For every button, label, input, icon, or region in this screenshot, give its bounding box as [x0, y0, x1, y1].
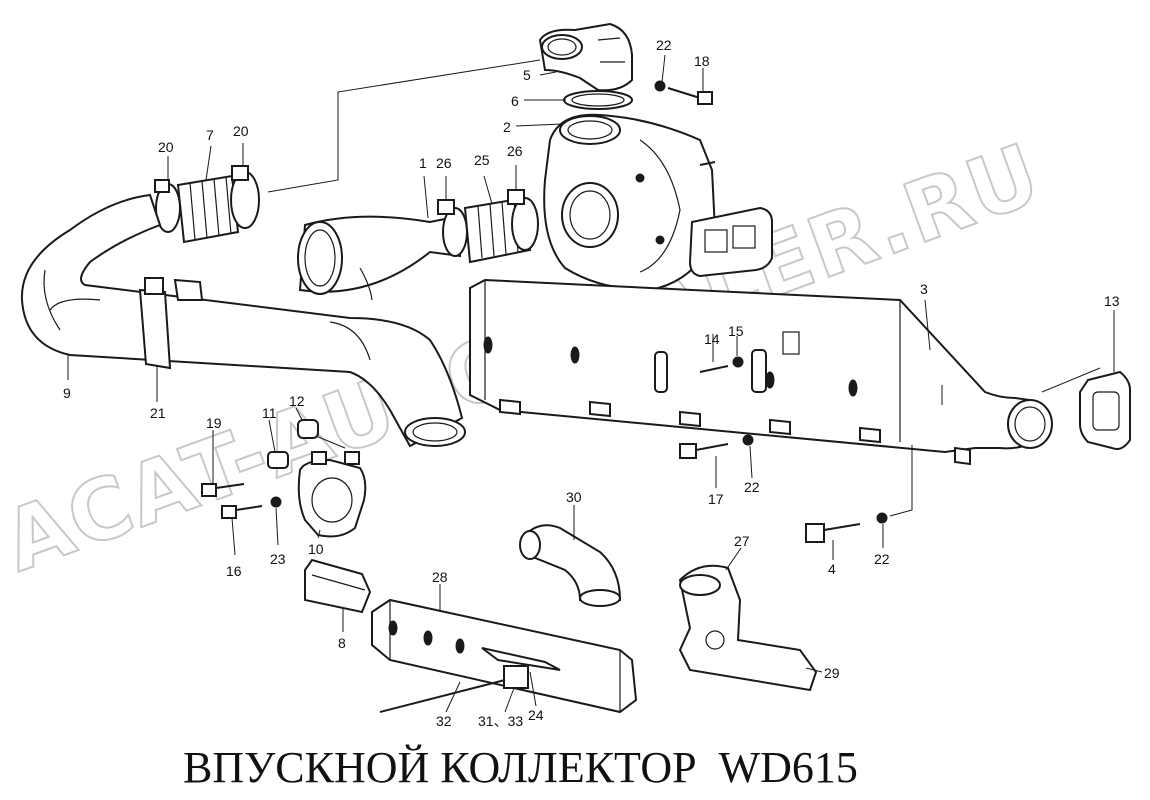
leader-lines: [67, 54, 1115, 713]
callout-11: 11: [262, 405, 277, 421]
callout-labels: 1 2 3 4 5 6 7 8 9 10 11 12 13 14 15 16 1…: [63, 37, 1120, 729]
assembly-line-13: [1041, 367, 1101, 393]
callout-7: 7: [206, 127, 214, 143]
rod-32: [379, 679, 506, 713]
callout-20-right: 20: [233, 123, 249, 139]
callout-1: 1: [419, 155, 427, 171]
callout-32: 32: [436, 713, 452, 729]
callout-26-right: 26: [507, 143, 523, 159]
callout-24: 24: [528, 707, 544, 723]
support-10: [297, 451, 367, 538]
callout-4: 4: [828, 561, 836, 577]
callout-13: 13: [1104, 293, 1120, 309]
bolt-4: [805, 512, 888, 543]
assembly-line-4: [889, 445, 913, 517]
callout-23: 23: [270, 551, 286, 567]
callout-29: 29: [824, 665, 840, 681]
bolt-16: [221, 505, 263, 519]
bolt-19: [201, 483, 245, 497]
outlet-27: [678, 564, 818, 692]
elbow-5: [538, 22, 633, 92]
bolt-18: [654, 80, 713, 105]
callout-22-bottom: 22: [874, 551, 890, 567]
diagram-title: ВПУСКНОЙ КОЛЛЕКТОР WD615: [183, 743, 858, 792]
callout-16: 16: [226, 563, 242, 579]
callout-21: 21: [150, 405, 166, 421]
callout-25: 25: [474, 152, 490, 168]
callout-8: 8: [338, 635, 346, 651]
gasket-13: [1079, 370, 1131, 450]
callout-28: 28: [432, 569, 448, 585]
callout-27: 27: [734, 533, 750, 549]
callout-30: 30: [566, 489, 582, 505]
callout-9: 9: [63, 385, 71, 401]
callout-18: 18: [694, 53, 710, 69]
manifold-28: [371, 598, 638, 714]
assembly-line-1: [267, 59, 541, 193]
callout-2: 2: [503, 119, 511, 135]
callout-17: 17: [708, 491, 724, 507]
callout-26-left: 26: [436, 155, 452, 171]
washer-23: [270, 496, 282, 508]
cone-tube-1: [297, 214, 461, 301]
bushing-11: [267, 451, 289, 469]
callout-22-mid: 22: [744, 479, 760, 495]
callout-15: 15: [728, 323, 744, 339]
turbocharger-2: [543, 113, 773, 292]
callout-14: 14: [704, 331, 720, 347]
callout-20-left: 20: [158, 139, 174, 155]
elbow-30: [519, 524, 622, 607]
intake-pipe-9: [20, 193, 466, 448]
callout-5: 5: [523, 67, 531, 83]
clamp-21: [138, 277, 204, 370]
clamp-26-right: [507, 189, 539, 251]
callout-6: 6: [511, 93, 519, 109]
callout-3: 3: [920, 281, 928, 297]
callout-22-top: 22: [656, 37, 672, 53]
bracket-14-15: [654, 349, 767, 393]
bracket-8: [304, 558, 372, 614]
bolt-17: [679, 434, 754, 459]
callout-19: 19: [206, 415, 222, 431]
callout-31-33: 31、33: [478, 713, 523, 729]
cap-12: [297, 419, 319, 439]
hose-7: [176, 174, 240, 244]
callout-12: 12: [289, 393, 305, 409]
callout-10: 10: [308, 541, 324, 557]
clamp-20-right: [230, 165, 260, 229]
